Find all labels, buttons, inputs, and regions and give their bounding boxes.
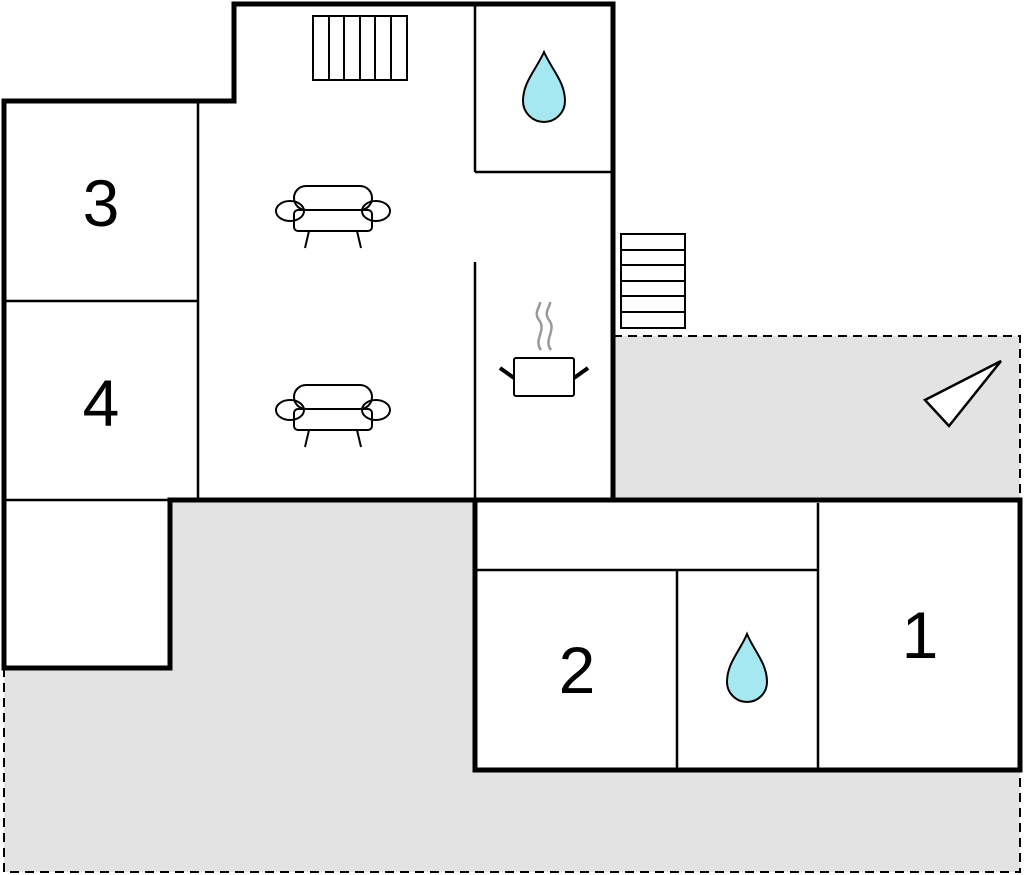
sofa-icon [275,384,391,448]
outer-wall-wing [472,497,1023,773]
water-drop-icon [725,631,769,703]
room-label-3: 3 [83,166,120,240]
staircase-icon [620,233,686,329]
terrace-lower [4,500,1020,872]
staircase-icon [312,15,408,81]
terrace-compass-icon [922,359,1002,428]
room-label-2: 2 [559,633,596,707]
sofa-icon [275,185,391,249]
room-label-4: 4 [83,366,120,440]
cooking-pot-icon [498,301,590,397]
terrace-lower-border [3,668,1021,873]
room-label-1: 1 [902,598,939,672]
terrace-upper [613,336,1020,500]
terrace-upper-border [613,335,1021,500]
water-drop-icon [521,49,567,123]
